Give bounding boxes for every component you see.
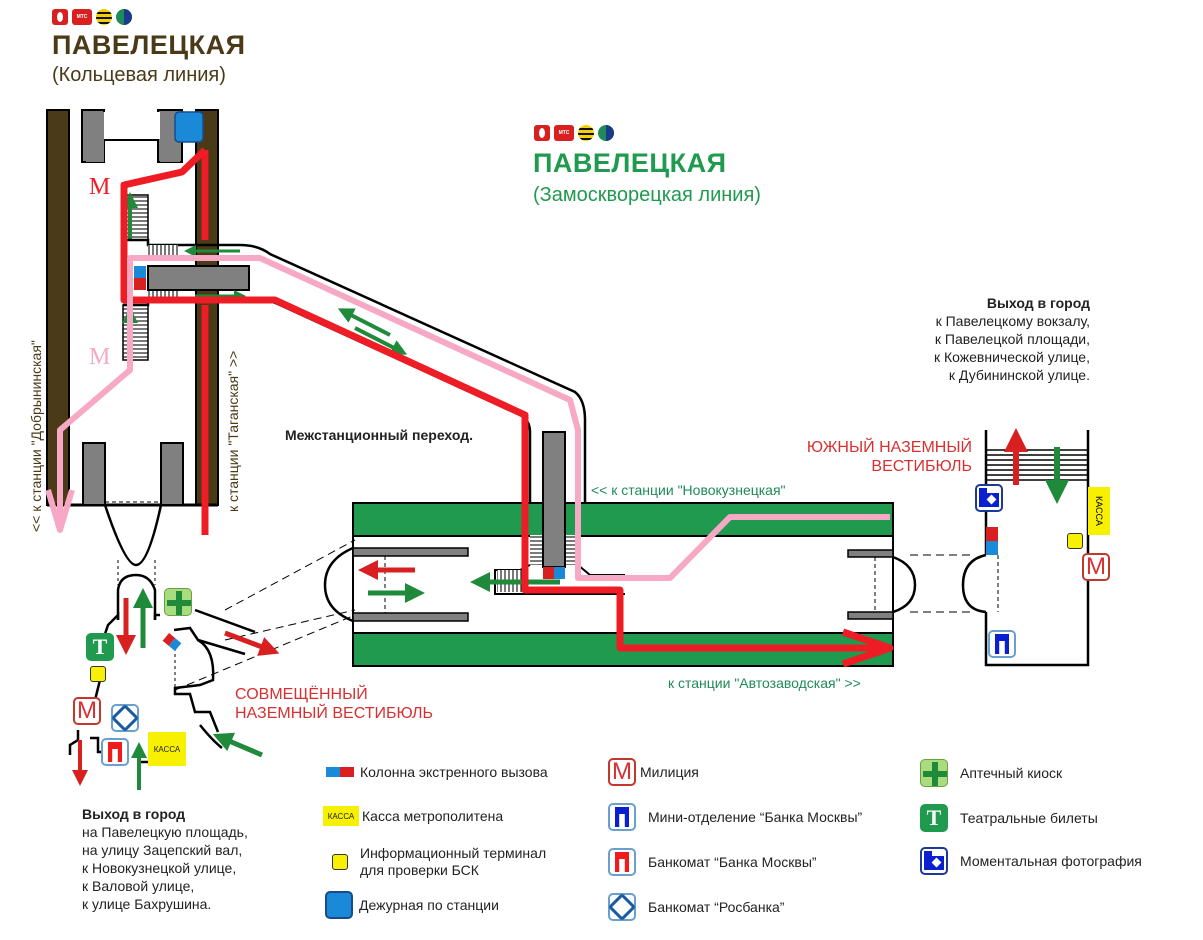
bank-moscow-atm-icon — [101, 738, 129, 766]
info-terminal-icon — [1067, 533, 1083, 549]
megafon-icon — [598, 125, 614, 141]
ring-operators: МТС — [52, 9, 132, 25]
legend-photo-booth: Моментальная фотография — [920, 847, 1142, 875]
ring-station-title: ПАВЕЛЕЦКАЯ — [52, 30, 246, 60]
emergency-column-icon — [326, 767, 354, 777]
bank-moscow-atm-icon — [608, 848, 636, 876]
bank-moscow-office-icon — [988, 630, 1016, 658]
rosbank-atm-icon — [110, 703, 140, 733]
mts-icon: МТС — [72, 9, 92, 25]
zam-operators: МТС — [534, 125, 614, 141]
ticket-office-icon: КАССА — [1088, 487, 1110, 535]
combined-vestibule-outline — [68, 608, 256, 764]
photo-booth-icon — [975, 484, 1003, 512]
megafon-icon — [116, 9, 132, 25]
beeline-icon — [578, 125, 594, 141]
transfer-label: Межстанционный переход. — [285, 427, 473, 443]
ring-exit-tunnel — [103, 504, 163, 620]
ring-platform-right — [160, 442, 184, 506]
direction-novokuznetskaya: << к станции "Новокузнецкая" — [591, 482, 786, 498]
police-icon: М — [1082, 553, 1110, 581]
connection-line — [174, 614, 356, 691]
info-terminal-icon — [332, 854, 348, 870]
info-terminal-icon — [90, 666, 106, 682]
mts-red-icon — [534, 125, 550, 141]
connection-line — [224, 609, 356, 641]
connection-line — [224, 539, 356, 611]
rosbank-atm-icon — [607, 892, 637, 922]
station-duty-icon — [325, 891, 353, 919]
direction-dobryninskaya: << к станции "Добрынинская" — [28, 340, 44, 532]
direction-taganskaya: к станции "Таганская" >> — [225, 350, 241, 512]
police-mark-bottom: М — [89, 344, 111, 370]
south-vestibule-label: ЮЖНЫЙ НАЗЕМНЫЙ ВЕСТИБЮЛЬ — [806, 439, 972, 475]
ticket-office-icon: КАССА — [323, 806, 359, 826]
direction-avtozavodskaya: к станции "Автозаводская" >> — [668, 675, 861, 691]
police-icon: М — [73, 697, 101, 725]
legend-bank-moscow-office: Мини-отделение “Банка Москвы” — [608, 803, 862, 831]
passage-platform — [147, 265, 250, 291]
legend-police: М Милиция — [608, 758, 699, 786]
beeline-icon — [96, 9, 112, 25]
police-icon: М — [608, 758, 636, 786]
ticket-office-icon: КАССА — [148, 732, 186, 766]
legend-station-duty: Дежурная по станции — [325, 891, 499, 919]
bank-moscow-office-icon — [608, 803, 636, 831]
route-pink — [57, 255, 890, 581]
exit-west: Выход в город на Павелецкую площадь, на … — [82, 806, 248, 912]
legend-bank-moscow-atm: Банкомат “Банка Москвы” — [608, 848, 817, 876]
mts-red-icon — [52, 9, 68, 25]
police-mark-top: М — [89, 174, 111, 200]
legend-ticket-office: КАССА Касса метрополитена — [323, 806, 503, 826]
theatre-tickets-icon: Т — [920, 804, 948, 832]
mts-icon: МТС — [554, 125, 574, 141]
photo-booth-icon — [920, 847, 948, 875]
route-red — [120, 147, 880, 652]
exit-east: Выход в город к Павелецкому вокзалу, к П… — [933, 295, 1090, 383]
legend-info-terminal: Информационный терминал для проверки БСК — [326, 845, 546, 879]
pharmacy-icon — [920, 759, 948, 787]
legend-theatre-tickets: Т Театральные билеты — [920, 804, 1098, 832]
station-duty-icon — [174, 111, 204, 143]
legend-emergency-column: Колонна экстренного вызова — [326, 764, 548, 780]
ring-station-subtitle: (Кольцевая линия) — [52, 64, 226, 86]
pharmacy-icon — [164, 588, 192, 616]
legend-pharmacy: Аптечный киоск — [920, 759, 1062, 787]
theatre-tickets-icon: Т — [86, 633, 114, 661]
south-vestibule-outline — [961, 428, 1090, 667]
transfer-escalator-platform — [542, 431, 566, 568]
legend-rosbank-atm: Банкомат “Росбанка” — [607, 892, 784, 922]
zam-station-title: ПАВЕЛЕЦКАЯ — [533, 148, 727, 178]
zam-station-subtitle: (Замоскворецкая линия) — [533, 184, 761, 206]
ring-platform-left — [82, 442, 106, 506]
combined-vestibule-label: СОВМЕЩЁННЫЙ НАЗЕМНЫЙ ВЕСТИБЮЛЬ — [235, 686, 433, 722]
